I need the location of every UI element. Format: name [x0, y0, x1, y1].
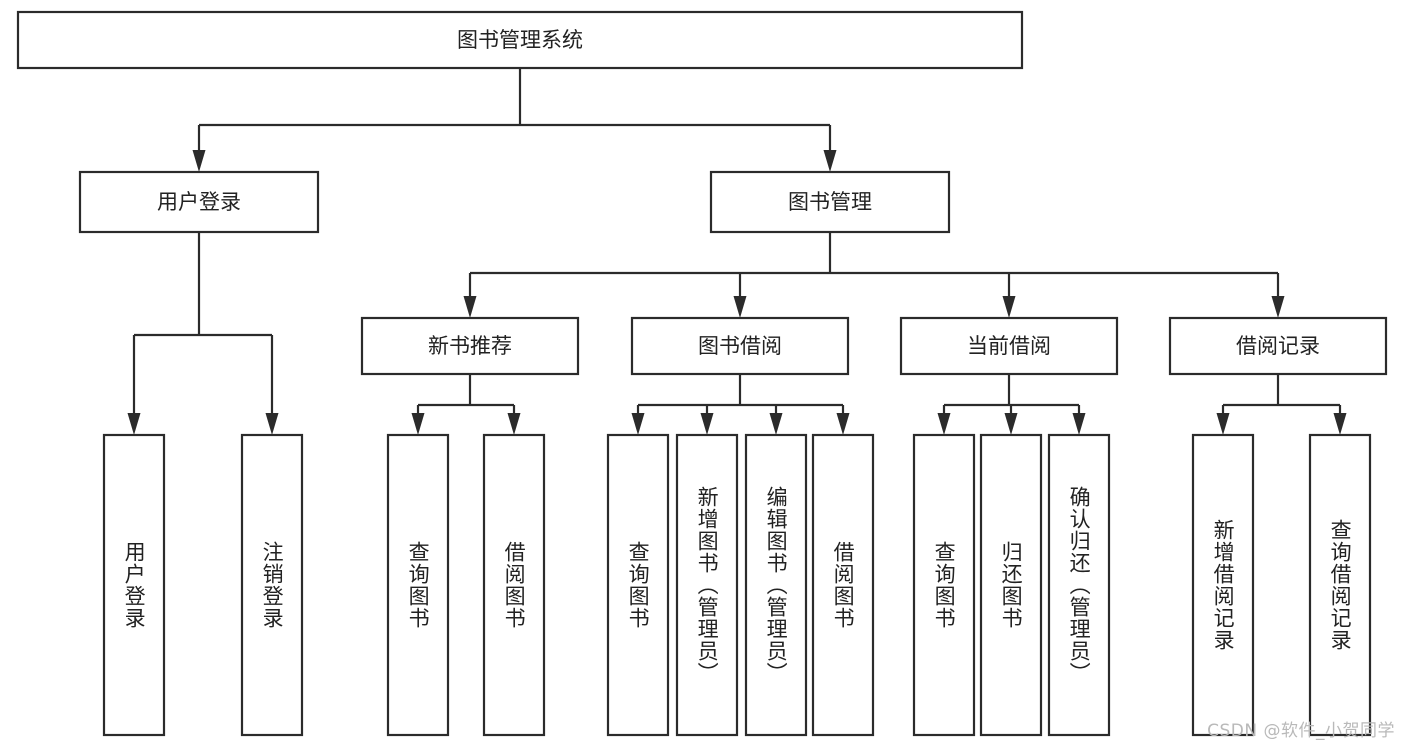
level3-0-to-leaf-0-arrowhead [411, 413, 425, 435]
mgr-to-level3-1-arrowhead [733, 296, 747, 318]
node-box-level3-0[interactable] [360, 316, 580, 376]
node-box-leaf-8[interactable] [912, 433, 976, 737]
connectors-layer [127, 68, 1347, 435]
login-to-leaf-1-arrowhead [265, 413, 279, 435]
level3-3-to-leaf-0-arrowhead [1216, 413, 1230, 435]
level3-2-to-leaf-0-arrowhead [937, 413, 951, 435]
node-label-level3-3: 借阅记录 [1236, 334, 1320, 358]
level3-1-to-leaf-3-arrowhead [836, 413, 850, 435]
node-label-level3-2: 当前借阅 [967, 334, 1051, 358]
csdn-watermark: CSDN @软件_小贺同学 [1207, 721, 1395, 741]
level3-2-to-leaf-1-arrowhead [1004, 413, 1018, 435]
boxes-layer [16, 10, 1388, 737]
node-box-leaf-0[interactable] [102, 433, 166, 737]
node-label-root-0: 图书管理系统 [457, 28, 583, 52]
login-to-leaf-0-arrowhead [127, 413, 141, 435]
root-to-level2-0-arrowhead [192, 150, 206, 172]
node-box-leaf-4[interactable] [606, 433, 670, 737]
node-box-leaf-5[interactable] [675, 433, 739, 737]
level3-0-to-leaf-1-arrowhead [507, 413, 521, 435]
node-label-level3-1: 图书借阅 [698, 334, 782, 358]
mgr-to-level3-3-arrowhead [1271, 296, 1285, 318]
level3-1-to-leaf-0-arrowhead [631, 413, 645, 435]
node-box-leaf-1[interactable] [240, 433, 304, 737]
node-label-level2-1: 图书管理 [788, 190, 872, 214]
node-label-level2-0: 用户登录 [157, 190, 241, 214]
node-box-level3-2[interactable] [899, 316, 1119, 376]
node-box-leaf-12[interactable] [1308, 433, 1372, 737]
mgr-to-level3-0-arrowhead [463, 296, 477, 318]
node-box-leaf-10[interactable] [1047, 433, 1111, 737]
node-label-level3-0: 新书推荐 [428, 334, 512, 358]
mgr-to-level3-2-arrowhead [1002, 296, 1016, 318]
node-box-root-0[interactable] [16, 10, 1024, 70]
node-box-leaf-11[interactable] [1191, 433, 1255, 737]
node-box-level3-1[interactable] [630, 316, 850, 376]
node-box-level2-0[interactable] [78, 170, 320, 234]
node-box-leaf-9[interactable] [979, 433, 1043, 737]
node-box-leaf-6[interactable] [744, 433, 808, 737]
level3-2-to-leaf-2-arrowhead [1072, 413, 1086, 435]
root-to-level2-1-arrowhead [823, 150, 837, 172]
level3-1-to-leaf-2-arrowhead [769, 413, 783, 435]
node-box-leaf-2[interactable] [386, 433, 450, 737]
level3-3-to-leaf-1-arrowhead [1333, 413, 1347, 435]
node-box-leaf-3[interactable] [482, 433, 546, 737]
node-box-leaf-7[interactable] [811, 433, 875, 737]
node-box-level3-3[interactable] [1168, 316, 1388, 376]
level3-1-to-leaf-1-arrowhead [700, 413, 714, 435]
node-box-level2-1[interactable] [709, 170, 951, 234]
